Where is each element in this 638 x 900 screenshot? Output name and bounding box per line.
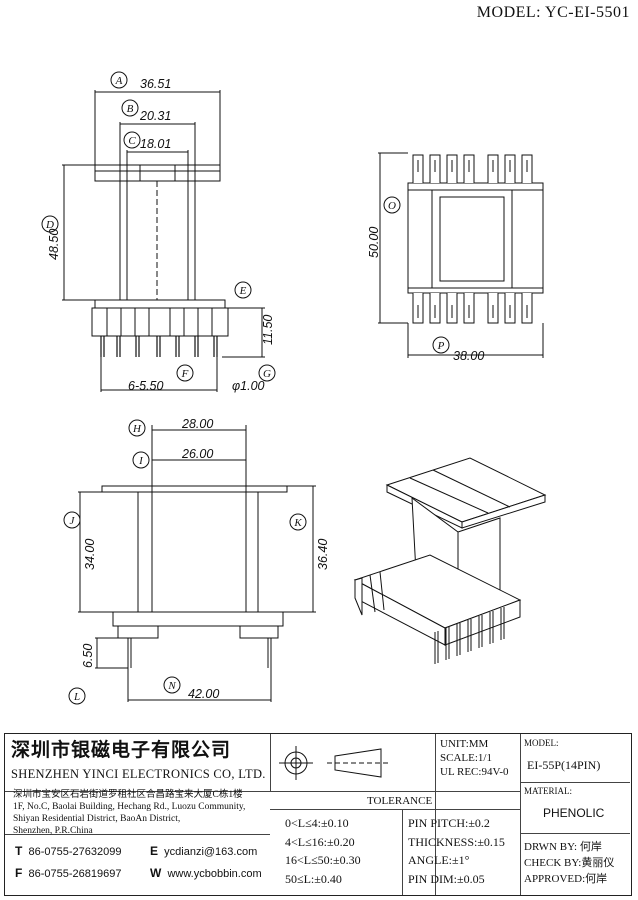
pin-spec-row: PIN PITCH:±0.2 [408, 816, 490, 830]
label-j: J [63, 511, 81, 529]
top-view [378, 152, 544, 358]
label-l: L [68, 687, 86, 705]
front-view-top [62, 90, 265, 392]
address-line-4: Shenzhen, P.R.China [13, 826, 93, 837]
label-n: N [163, 676, 181, 694]
model-label: MODEL: [524, 738, 559, 748]
svg-text:C: C [128, 135, 136, 147]
svg-text:G: G [263, 368, 271, 380]
svg-text:E: E [239, 285, 247, 297]
approved-by: APPROVED:何岸 [524, 873, 608, 885]
label-g: G [258, 364, 276, 382]
label-p: P [432, 336, 450, 354]
svg-text:K: K [293, 517, 302, 529]
svg-text:J: J [70, 515, 76, 527]
isometric-view [353, 457, 547, 664]
company-name-cn: 深圳市银磁电子有限公司 [11, 739, 232, 761]
material-value: PHENOLIC [543, 806, 605, 820]
pin-spec-row: PIN DIM:±0.05 [408, 871, 485, 886]
company-address: 深圳市宝安区石岩街道罗租社区合昌路宝来大厦C栋1楼 1F, No.C, Baol… [13, 789, 271, 838]
contact-email: E ycdianzi@163.com [150, 844, 258, 859]
check-by: CHECK BY:黄丽仪 [524, 857, 615, 869]
dim-f: 6-5.50 [128, 379, 163, 393]
svg-text:H: H [132, 423, 142, 435]
address-line-2: 1F, No.C, Baolai Building, Hechang Rd., … [13, 802, 246, 813]
dim-b: 20.31 [139, 109, 171, 123]
label-c: C [123, 131, 141, 149]
tolerance-row: 0<L≤4:±0.10 [285, 816, 349, 830]
address-line-3: Shiyan Residential District, BaoAn Distr… [13, 814, 181, 825]
dim-d: 48.50 [47, 229, 61, 260]
drawn-by: DRWN BY: 何岸 [524, 841, 602, 853]
dim-j: 34.00 [83, 539, 97, 570]
company-name-en: SHENZHEN YINCI ELECTRONICS CO, LTD. [11, 767, 266, 781]
tel-value: 86-0755-27632099 [28, 846, 122, 858]
svg-text:L: L [73, 691, 80, 703]
model-title: MODEL: YC-EI-5501 [476, 4, 630, 21]
address-line-1: 深圳市宝安区石岩街道罗租社区合昌路宝来大厦C栋1楼 [13, 790, 243, 800]
email-key: E [150, 844, 159, 858]
label-d: D [41, 215, 59, 233]
title-block: 深圳市银磁电子有限公司 SHENZHEN YINCI ELECTRONICS C… [4, 733, 632, 896]
scale: SCALE:1/1 [440, 752, 492, 764]
web-key: W [150, 866, 162, 880]
tolerance-title: TOLERANCE [367, 795, 433, 807]
contact-tel: T 86-0755-27632099 [15, 844, 122, 859]
side-view [78, 425, 316, 702]
label-k: K [289, 513, 307, 531]
tolerance-row: 16<L≤50:±0.30 [285, 853, 361, 868]
svg-text:A: A [115, 75, 123, 87]
dim-h: 28.00 [181, 417, 213, 431]
tolerance-row: 50≤L:±0.40 [285, 871, 342, 886]
pin-spec-row: THICKNESS:±0.15 [408, 834, 505, 849]
svg-text:N: N [167, 680, 176, 692]
label-o: O [383, 196, 401, 214]
label-i: I [132, 451, 150, 469]
fax-value: 86-0755-26819697 [28, 868, 122, 880]
svg-text:O: O [388, 200, 396, 212]
tel-key: T [15, 844, 23, 858]
tolerance-row: 4<L≤16:±0.20 [285, 834, 355, 849]
fax-key: F [15, 866, 23, 880]
svg-text:I: I [138, 455, 144, 467]
dim-l: 6.50 [81, 644, 95, 668]
dim-o: 50.00 [367, 227, 381, 258]
contact-fax: F 86-0755-26819697 [15, 866, 122, 881]
dim-c: 18.01 [140, 137, 171, 151]
svg-text:D: D [45, 219, 54, 231]
web-value: www.ycbobbin.com [167, 868, 262, 880]
dim-a: 36.51 [140, 77, 171, 91]
dim-k: 36.40 [316, 539, 330, 570]
model-value: EI-55P(14PIN) [527, 758, 601, 772]
dim-n: 42.00 [188, 687, 219, 701]
pin-spec-list: PIN PITCH:±0.2 THICKNESS:±0.15 ANGLE:±1°… [408, 814, 505, 888]
tolerance-list: 0<L≤4:±0.10 4<L≤16:±0.20 16<L≤50:±0.30 5… [285, 814, 361, 888]
label-b: B [121, 99, 139, 117]
dim-p: 38.00 [453, 349, 484, 363]
label-h: H [128, 419, 146, 437]
email-value: ycdianzi@163.com [164, 846, 258, 858]
dim-g: φ1.00 [232, 379, 265, 393]
unit: UNIT:MM [440, 738, 489, 750]
projection-symbol [277, 744, 397, 786]
svg-text:F: F [181, 368, 189, 380]
ul-rec: UL REC:94V-0 [440, 766, 509, 778]
svg-text:P: P [437, 340, 445, 352]
dim-e: 11.50 [261, 315, 275, 345]
svg-text:B: B [127, 103, 134, 115]
dimension-label-markers: A B C D E F G H I J K L N O P [41, 71, 450, 705]
label-e: E [234, 281, 252, 299]
label-a: A [110, 71, 128, 89]
label-f: F [176, 364, 194, 382]
material-label: MATERIAL: [524, 786, 572, 796]
contact-web: W www.ycbobbin.com [150, 866, 262, 881]
pin-spec-row: ANGLE:±1° [408, 853, 470, 868]
dim-i: 26.00 [181, 447, 213, 461]
